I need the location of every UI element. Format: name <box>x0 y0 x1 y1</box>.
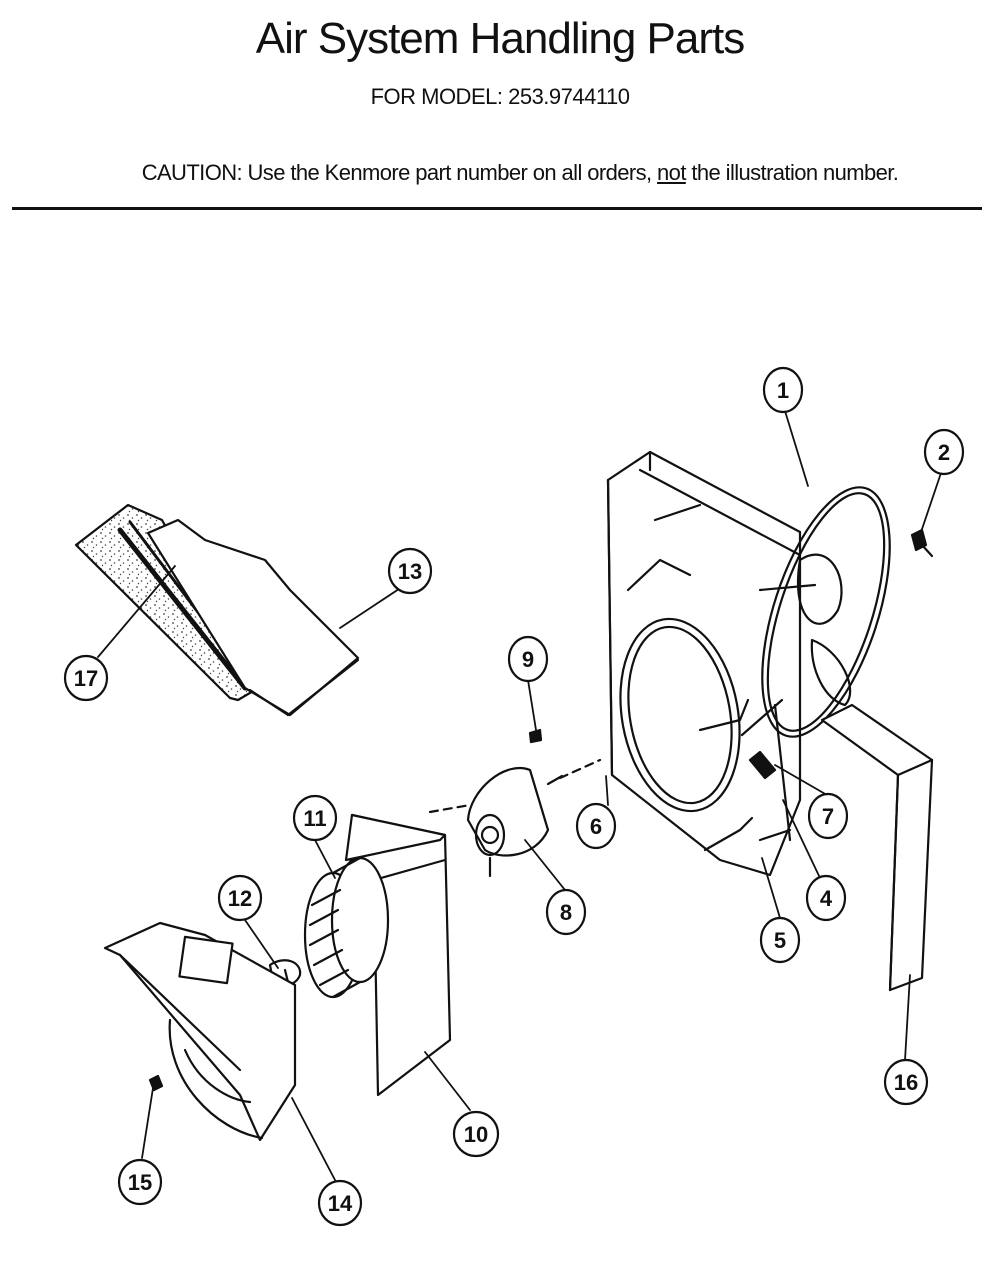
callout-10: 10 <box>452 1110 500 1158</box>
callout-16: 16 <box>883 1058 929 1106</box>
bracket-parts <box>748 703 792 842</box>
page-title: Air System Handling Parts <box>255 14 746 63</box>
callout-2: 2 <box>923 428 965 476</box>
screw-part-15 <box>148 1074 164 1092</box>
caution-note: CAUTION: Use the Kenmore part number on … <box>0 160 1000 186</box>
callout-label-7: 7 <box>822 804 834 829</box>
callout-label-17: 17 <box>74 666 98 691</box>
callout-17: 17 <box>63 654 109 702</box>
callout-label-16: 16 <box>894 1070 918 1095</box>
callout-label-9: 9 <box>522 647 534 672</box>
callout-label-1: 1 <box>777 378 789 403</box>
caution-prefix: CAUTION: Use the Kenmore part number on … <box>141 160 652 185</box>
callout-4: 4 <box>805 874 847 922</box>
leader-lines <box>97 410 942 1181</box>
callout-label-12: 12 <box>228 886 252 911</box>
callout-label-8: 8 <box>560 900 572 925</box>
callout-label-11: 11 <box>303 806 326 831</box>
callout-label-5: 5 <box>774 928 786 953</box>
callout-label-6: 6 <box>590 814 602 839</box>
callout-label-13: 13 <box>398 559 422 584</box>
callout-6: 6 <box>575 802 617 850</box>
callout-14: 14 <box>317 1179 363 1227</box>
fan-blade-part <box>758 486 891 738</box>
callout-12: 12 <box>217 874 263 922</box>
blower-wheel-part <box>303 856 390 999</box>
model-prefix: FOR MODEL: <box>370 84 503 109</box>
callout-label-15: 15 <box>128 1170 152 1195</box>
blower-housing-part <box>103 921 297 1142</box>
callout-11: 11 <box>292 794 338 842</box>
callout-label-10: 10 <box>464 1122 488 1147</box>
callout-7: 7 <box>807 792 849 840</box>
callout-15: 15 <box>117 1158 163 1206</box>
motor-part <box>428 728 602 878</box>
callout-1: 1 <box>762 366 804 414</box>
side-panel-part <box>820 703 934 992</box>
callout-8: 8 <box>545 888 587 936</box>
callout-5: 5 <box>759 916 801 964</box>
panel-part <box>146 518 360 717</box>
callout-label-2: 2 <box>938 440 950 465</box>
callout-13: 13 <box>387 547 433 595</box>
callout-9: 9 <box>507 635 549 683</box>
caution-suffix: the illustration number. <box>691 160 899 185</box>
caution-emphasis: not <box>657 160 686 185</box>
header-divider <box>12 207 982 210</box>
shroud-part <box>606 450 802 877</box>
model-number: 253.9744110 <box>508 84 630 109</box>
screw-part-2 <box>910 528 934 558</box>
callout-label-4: 4 <box>820 886 833 911</box>
model-line: FOR MODEL: 253.9744110 <box>0 84 1000 110</box>
callout-label-14: 14 <box>328 1191 353 1216</box>
